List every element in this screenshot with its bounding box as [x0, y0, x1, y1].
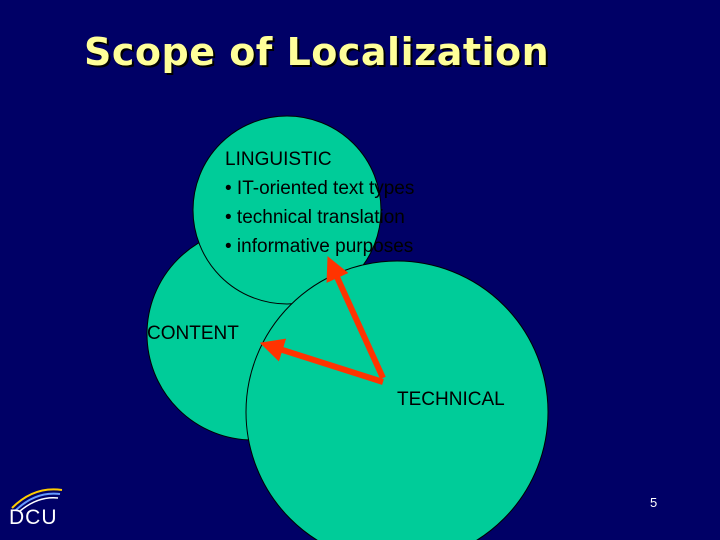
technical-label: TECHNICAL: [397, 389, 505, 410]
linguistic-item: • technical translation: [225, 207, 405, 228]
linguistic-item: • informative purposes: [225, 236, 414, 257]
linguistic-label-group: LINGUISTIC • IT-oriented text types • te…: [225, 145, 414, 261]
slide-title: Scope of Localization: [84, 30, 550, 74]
arrow-to-content: [259, 338, 384, 385]
dcu-logo-text: DCU: [9, 506, 58, 529]
technical-circle: [245, 260, 549, 540]
linguistic-heading: LINGUISTIC: [225, 149, 332, 170]
page-number: 5: [650, 495, 658, 510]
linguistic-item: • IT-oriented text types: [225, 178, 415, 199]
content-label: CONTENT: [147, 323, 239, 344]
dcu-logo: DCU: [6, 482, 66, 530]
dcu-logo-swoosh-icon: [11, 488, 63, 512]
arrow-to-linguistic: [326, 256, 386, 380]
